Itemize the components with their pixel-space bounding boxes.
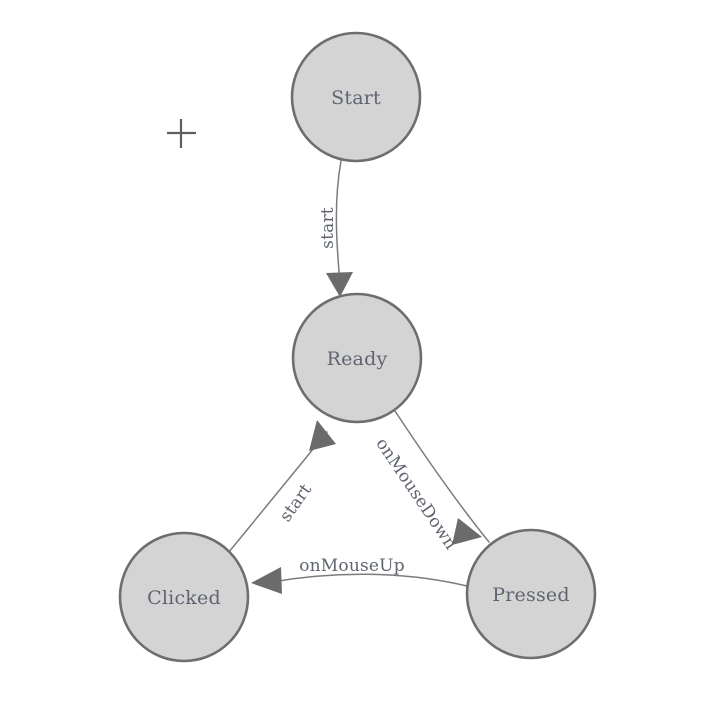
arrowhead-clicked-to-ready <box>309 420 336 451</box>
arrowhead-pressed-to-clicked <box>251 567 282 594</box>
node-pressed[interactable]: Pressed <box>465 528 597 660</box>
edge-label-ready-to-pressed: onMouseDown <box>371 434 460 553</box>
crosshair-marker-icon <box>167 119 196 148</box>
node-pressed-circle[interactable] <box>465 528 597 660</box>
node-ready-label: Ready <box>327 348 388 370</box>
node-clicked-label: Clicked <box>147 587 221 609</box>
edge-ready-to-pressed[interactable]: onMouseDown <box>371 410 490 554</box>
arrowhead-ready-to-pressed <box>452 518 482 545</box>
node-clicked[interactable]: Clicked <box>118 531 250 663</box>
node-ready[interactable]: Ready <box>291 292 423 424</box>
edge-start-to-ready[interactable]: start <box>318 160 353 297</box>
node-clicked-circle[interactable] <box>118 531 250 663</box>
edge-path-start-to-ready <box>335 160 342 283</box>
node-start-circle[interactable] <box>290 31 422 163</box>
node-start[interactable]: Start <box>290 31 422 163</box>
edge-label-start-to-ready: start <box>318 207 338 249</box>
node-ready-circle[interactable] <box>291 292 423 424</box>
node-start-label: Start <box>331 87 381 109</box>
edge-pressed-to-clicked[interactable]: onMouseUp <box>251 556 468 594</box>
node-pressed-label: Pressed <box>492 584 569 606</box>
edge-path-ready-to-pressed <box>394 410 490 543</box>
edge-label-pressed-to-clicked: onMouseUp <box>299 556 405 576</box>
edge-path-pressed-to-clicked <box>271 573 468 587</box>
arrowhead-start-to-ready <box>326 272 353 297</box>
edge-clicked-to-ready[interactable]: start <box>227 420 336 554</box>
